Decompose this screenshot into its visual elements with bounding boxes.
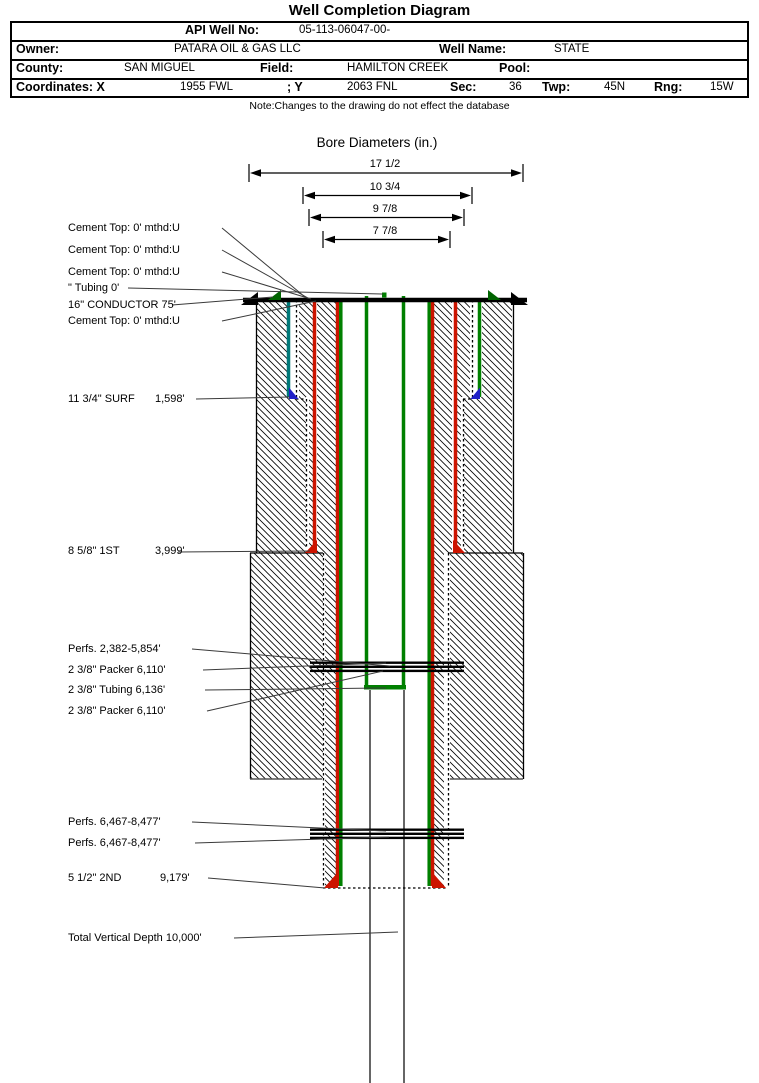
casing-shoes (289, 387, 480, 888)
tubing-string (364, 292, 406, 1083)
conductor-marker-right (488, 290, 501, 300)
sec-label: Sec: (450, 80, 477, 94)
surf-shoe-right (470, 387, 480, 399)
tubing-hanger-tick (382, 292, 387, 298)
owner-value: PATARA OIL & GAS LLC (174, 43, 301, 55)
twp-label: Twp: (542, 80, 571, 94)
surf-casing-depth: 1,598' (155, 393, 185, 405)
county-label: County: (16, 61, 64, 75)
first-shoe-left (305, 540, 317, 553)
table-row-owner: Owner: PATARA OIL & GAS LLC Well Name: S… (12, 40, 747, 59)
tubing-surface-label: " Tubing 0' (68, 282, 119, 294)
coordinates-x-value: 1955 FWL (180, 81, 234, 93)
second-casing-label: 5 1/2" 2ND (68, 872, 121, 884)
field-label: Field: (260, 61, 294, 75)
table-row-api: API Well No: 05-113-06047-00- (12, 23, 747, 40)
bore-dim-10-3-4: 10 3/4 (370, 181, 401, 193)
owner-label: Owner: (16, 42, 60, 56)
annotation-labels: Cement Top: 0' mthd:U Cement Top: 0' mth… (68, 222, 202, 944)
casing-strings (286, 300, 482, 886)
bore-dim-9-7-8: 9 7/8 (373, 203, 397, 215)
field-value: HAMILTON CREEK (347, 62, 449, 74)
tvd-label: Total Vertical Depth 10,000' (68, 932, 202, 944)
rng-value: 15W (710, 81, 734, 93)
cement-top-label-4: Cement Top: 0' mthd:U (68, 315, 180, 327)
note-text: Note:Changes to the drawing do not effec… (249, 100, 510, 112)
second-casing-depth: 9,179' (160, 872, 190, 884)
cement-top-label-1: Cement Top: 0' mthd:U (68, 222, 180, 234)
cement-top-label-2: Cement Top: 0' mthd:U (68, 244, 180, 256)
packer-1-label: 2 3/8" Packer 6,110' (68, 664, 166, 676)
perfs-lower-label-1: Perfs. 6,467-8,477' (68, 816, 161, 828)
pool-label: Pool: (499, 61, 531, 75)
cement-hatch-regions (250, 300, 523, 888)
rng-label: Rng: (654, 80, 683, 94)
bore-diameters: Bore Diameters (in.) 17 1/2 10 3/4 9 7/8… (248, 135, 524, 248)
surf-casing-label: 11 3/4" SURF (68, 393, 135, 405)
sec-value: 36 (509, 81, 522, 93)
table-row-county: County: SAN MIGUEL Field: HAMILTON CREEK… (12, 59, 747, 78)
packer-2-label: 2 3/8" Packer 6,110' (68, 705, 166, 717)
first-shoe-right (453, 540, 465, 553)
table-row-coordinates: Coordinates: X 1955 FWL ; Y 2063 FNL Sec… (12, 78, 747, 97)
leader-lines (127, 227, 399, 939)
bore-dim-17-1-2: 17 1/2 (370, 158, 401, 170)
well-name-value: STATE (554, 43, 590, 55)
api-label: API Well No: (185, 23, 260, 37)
bore-diameters-title: Bore Diameters (in.) (317, 135, 438, 150)
surf-shoe-left (289, 387, 299, 399)
page-title: Well Completion Diagram (288, 2, 471, 19)
perfs-lower-label-2: Perfs. 6,467-8,477' (68, 837, 161, 849)
first-casing-label: 8 5/8" 1ST (68, 545, 120, 557)
cement-top-label-3: Cement Top: 0' mthd:U (68, 266, 180, 278)
well-name-label: Well Name: (439, 42, 507, 56)
twp-value: 45N (604, 81, 626, 93)
tubing-label: 2 3/8" Tubing 6,136' (68, 684, 165, 696)
wellhead-wedge-right (511, 292, 528, 305)
conductor-label: 16" CONDUCTOR 75' (68, 299, 176, 311)
packer-perf-bars (310, 661, 464, 840)
coordinates-y-label: ; Y (287, 80, 303, 94)
api-value: 05-113-06047-00- (299, 24, 391, 36)
open-hole-lines (369, 690, 405, 1083)
bore-dim-7-7-8: 7 7/8 (373, 225, 397, 237)
well-header-table: API Well No: 05-113-06047-00- Owner: PAT… (10, 21, 749, 98)
first-casing-depth: 3,999' (155, 545, 185, 557)
county-value: SAN MIGUEL (124, 62, 195, 74)
coordinates-label: Coordinates: X (16, 80, 105, 94)
coordinates-y-value: 2063 FNL (347, 81, 398, 93)
second-shoe-right (432, 872, 446, 888)
second-shoe-left (324, 872, 338, 888)
perfs-upper-label: Perfs. 2,382-5,854' (68, 643, 161, 655)
